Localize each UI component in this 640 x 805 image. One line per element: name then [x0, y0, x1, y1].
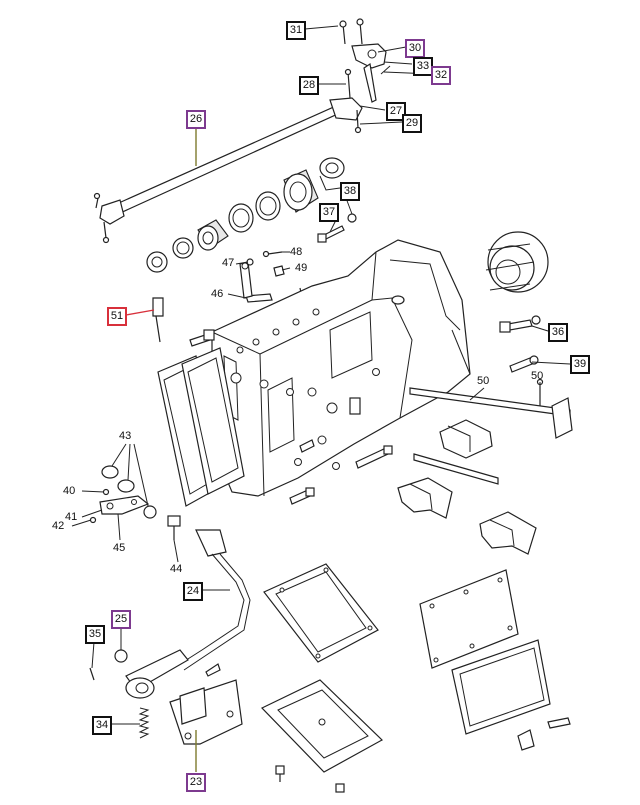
callout-28[interactable]: 28 [299, 76, 319, 95]
bracket-45 [99, 495, 150, 515]
callout-36[interactable]: 36 [548, 323, 568, 342]
callout-48[interactable]: 48 [290, 246, 303, 258]
cover-plate-upper [263, 563, 379, 663]
callout-24[interactable]: 24 [183, 582, 203, 601]
callout-44[interactable]: 44 [170, 563, 183, 575]
callout-32[interactable]: 32 [431, 66, 451, 85]
callout-27[interactable]: 27 [386, 102, 406, 121]
callout-50-left[interactable]: 50 [477, 375, 490, 387]
housing-bolts [189, 329, 393, 505]
callout-30[interactable]: 30 [405, 39, 425, 58]
shift-rod [93, 97, 363, 244]
callout-51[interactable]: 51 [107, 307, 127, 326]
drain-plug [275, 765, 345, 793]
o-rings-43 [101, 465, 157, 519]
pin-35 [89, 667, 95, 681]
bearing-stack [146, 157, 345, 273]
callout-42[interactable]: 42 [52, 520, 65, 532]
lower-lever [125, 649, 189, 699]
spring-34 [138, 707, 150, 739]
bolt-lower [205, 663, 221, 677]
part-42 [89, 516, 97, 524]
pin-51 [152, 297, 164, 343]
callout-26[interactable]: 26 [186, 110, 206, 129]
callout-37[interactable]: 37 [319, 203, 339, 222]
callout-40[interactable]: 40 [63, 485, 76, 497]
rear-flange [485, 231, 549, 293]
callout-45[interactable]: 45 [113, 542, 126, 554]
callout-33[interactable]: 33 [413, 57, 433, 76]
callout-35[interactable]: 35 [85, 625, 105, 644]
housing-gasket [157, 347, 245, 507]
callout-34[interactable]: 34 [92, 716, 112, 735]
callout-38[interactable]: 38 [340, 182, 360, 201]
pin-28 [344, 68, 352, 99]
side-cover-plate [451, 639, 551, 735]
shift-lever-top [339, 18, 391, 103]
washer-38 [347, 213, 357, 223]
callout-49[interactable]: 49 [295, 262, 308, 274]
lever-46 [239, 261, 273, 303]
pin-48 [262, 250, 283, 258]
callout-25[interactable]: 25 [111, 610, 131, 629]
bolt-36 [499, 315, 541, 333]
washer-25 [114, 649, 128, 663]
bolt-37 [317, 225, 345, 243]
bolt-side-cover [517, 717, 571, 751]
oil-pan [260, 679, 384, 773]
callout-41[interactable]: 41 [65, 511, 78, 523]
shift-rails [397, 387, 573, 555]
callout-43[interactable]: 43 [119, 430, 132, 442]
part-40 [102, 488, 110, 496]
callout-23[interactable]: 23 [186, 773, 206, 792]
callout-50-right[interactable]: 50 [531, 370, 544, 382]
callout-47[interactable]: 47 [222, 257, 235, 269]
linkage-24 [179, 529, 251, 671]
callout-29[interactable]: 29 [402, 114, 422, 133]
callout-46[interactable]: 46 [211, 288, 224, 300]
leader-lines [71, 25, 571, 772]
bracket-23 [169, 679, 243, 745]
callout-31[interactable]: 31 [286, 21, 306, 40]
callout-39[interactable]: 39 [570, 355, 590, 374]
bolt-39 [509, 355, 539, 373]
fitting-44 [167, 515, 181, 540]
gearbox-housing [211, 239, 471, 497]
side-cover-gasket [419, 569, 519, 669]
